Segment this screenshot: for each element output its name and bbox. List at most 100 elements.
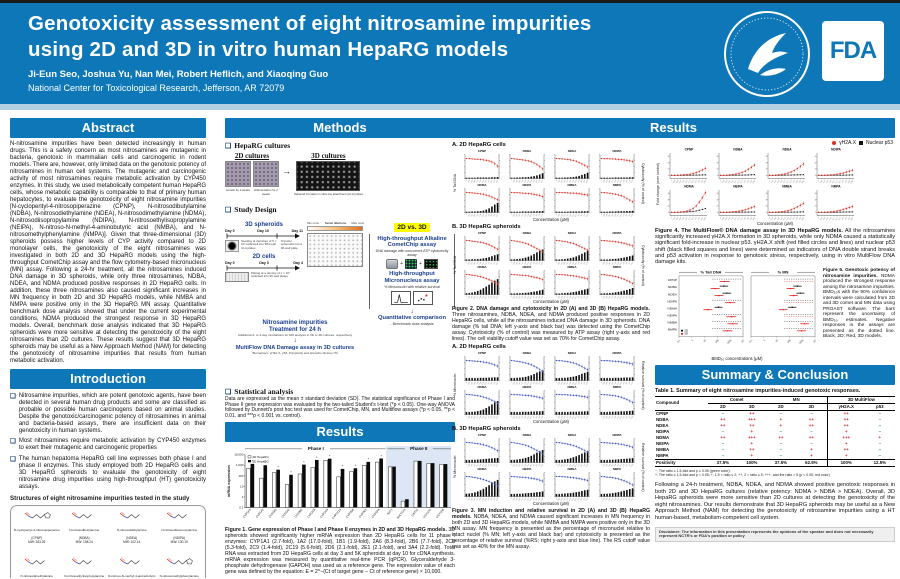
svg-text:1000: 1000	[631, 416, 635, 419]
svg-text:1000: 1000	[586, 382, 590, 385]
svg-text:31.3: 31.3	[527, 464, 530, 467]
svg-text:0.98: 0.98	[512, 498, 515, 501]
svg-text:125: 125	[488, 262, 491, 265]
svg-text:7.81: 7.81	[566, 382, 569, 385]
svg-text:NMPA: NMPA	[831, 185, 841, 189]
svg-text:62.5: 62.5	[789, 180, 792, 184]
svg-text:2D HepaRG: 2D HepaRG	[253, 455, 270, 459]
svg-text:1.95: 1.95	[515, 382, 518, 385]
svg-text:62.5: 62.5	[484, 416, 487, 419]
svg-text:0.98: 0.98	[512, 214, 515, 217]
svg-text:3.91: 3.91	[563, 464, 566, 467]
svg-text:2: 2	[766, 206, 768, 208]
svg-text:2: 2	[717, 206, 719, 208]
svg-text:500: 500	[538, 180, 541, 183]
svg-text:62.5: 62.5	[838, 217, 841, 221]
svg-text:7.81: 7.81	[566, 498, 569, 501]
svg-text:31.3: 31.3	[482, 464, 485, 467]
svg-text:15.6: 15.6	[614, 296, 617, 299]
svg-text:3.91: 3.91	[608, 214, 611, 217]
svg-text:2: 2	[766, 169, 768, 171]
fig2b-ylabel-right: Cytotoxicity (% of control)	[641, 244, 645, 286]
svg-text:31.3: 31.3	[688, 180, 691, 184]
micronucleus-icons	[373, 290, 451, 305]
svg-text:125: 125	[793, 217, 796, 220]
svg-text:0.98: 0.98	[673, 180, 676, 184]
svg-text:7.81: 7.81	[611, 296, 614, 299]
svg-text:500: 500	[583, 214, 586, 217]
fig3a-ylabel-right: Relative survival (% of control)	[641, 360, 645, 410]
svg-text:3.91: 3.91	[679, 180, 682, 184]
fig2-section-a-label: A. 2D HepaRG cells	[452, 142, 506, 148]
svg-text:1000: 1000	[496, 180, 500, 183]
svg-text:1: 1	[763, 339, 767, 342]
svg-text:31.3: 31.3	[617, 498, 620, 501]
svg-text:7.81: 7.81	[566, 464, 569, 467]
svg-text:62.5: 62.5	[484, 214, 487, 217]
svg-text:250: 250	[535, 214, 538, 217]
svg-text:1.95: 1.95	[725, 180, 728, 184]
svg-text:1000: 1000	[586, 214, 590, 217]
svg-text:62.5: 62.5	[574, 416, 577, 419]
fig2a-ylabel-right: Cytotoxicity (% of control)	[641, 162, 645, 204]
svg-text:0: 0	[601, 262, 603, 264]
square-bullet-icon: ❑	[10, 456, 16, 464]
svg-text:CPNP: CPNP	[685, 148, 695, 152]
svg-text:3.91: 3.91	[777, 217, 780, 221]
svg-text:1.95: 1.95	[515, 416, 518, 419]
svg-text:1000: 1000	[496, 498, 500, 501]
svg-text:62.5: 62.5	[574, 498, 577, 501]
svg-text:1.95: 1.95	[515, 180, 518, 183]
svg-text:1.95: 1.95	[470, 214, 473, 217]
svg-text:1000: 1000	[850, 217, 854, 221]
svg-text:7.81: 7.81	[476, 382, 479, 385]
svg-text:500: 500	[799, 217, 802, 220]
svg-text:3.91: 3.91	[563, 382, 566, 385]
svg-text:Phase II: Phase II	[410, 446, 427, 451]
svg-text:125: 125	[695, 180, 698, 183]
svg-text:7.81: 7.81	[682, 180, 685, 184]
svg-text:15.6: 15.6	[524, 464, 527, 467]
svg-text:0: 0	[466, 296, 468, 298]
svg-text:1000: 1000	[541, 382, 545, 385]
square-bullet-icon: ❑	[225, 143, 232, 150]
cometchip-assay-note: DNA damage with concurrent ATP cytotoxic…	[375, 249, 449, 258]
svg-text:62.5: 62.5	[529, 296, 532, 299]
svg-text:0: 0	[511, 262, 513, 264]
svg-text:4: 4	[815, 156, 817, 158]
svg-text:1.95: 1.95	[605, 416, 608, 419]
svg-text:62.5: 62.5	[484, 498, 487, 501]
svg-text:1.95: 1.95	[560, 214, 563, 217]
svg-text:7.81: 7.81	[476, 262, 479, 265]
structures-heading: Structures of eight nitrosamine impuriti…	[10, 494, 190, 502]
svg-text:1000: 1000	[541, 262, 545, 265]
svg-text:3.91: 3.91	[518, 180, 521, 183]
structure-NDBA: N-nitrosodibutylamine(NDBA)MW: 158.24	[61, 510, 109, 552]
fda-logo: FDA	[822, 21, 884, 81]
top-border	[0, 0, 900, 3]
svg-text:1.95: 1.95	[470, 296, 473, 299]
svg-text:NDBA: NDBA	[733, 148, 743, 152]
svg-text:0.1: 0.1	[239, 506, 244, 510]
svg-text:0.98: 0.98	[557, 262, 560, 265]
svg-text:NDEA: NDEA	[568, 351, 577, 355]
svg-text:31.3: 31.3	[527, 214, 530, 217]
svg-text:Phase I: Phase I	[308, 446, 324, 451]
svg-text:125: 125	[488, 382, 491, 385]
svg-text:1.95: 1.95	[605, 464, 608, 467]
svg-text:1000: 1000	[631, 262, 635, 265]
svg-text:31.3: 31.3	[617, 464, 620, 467]
svg-text:1.95: 1.95	[676, 217, 679, 221]
svg-text:1000: 1000	[496, 262, 500, 265]
